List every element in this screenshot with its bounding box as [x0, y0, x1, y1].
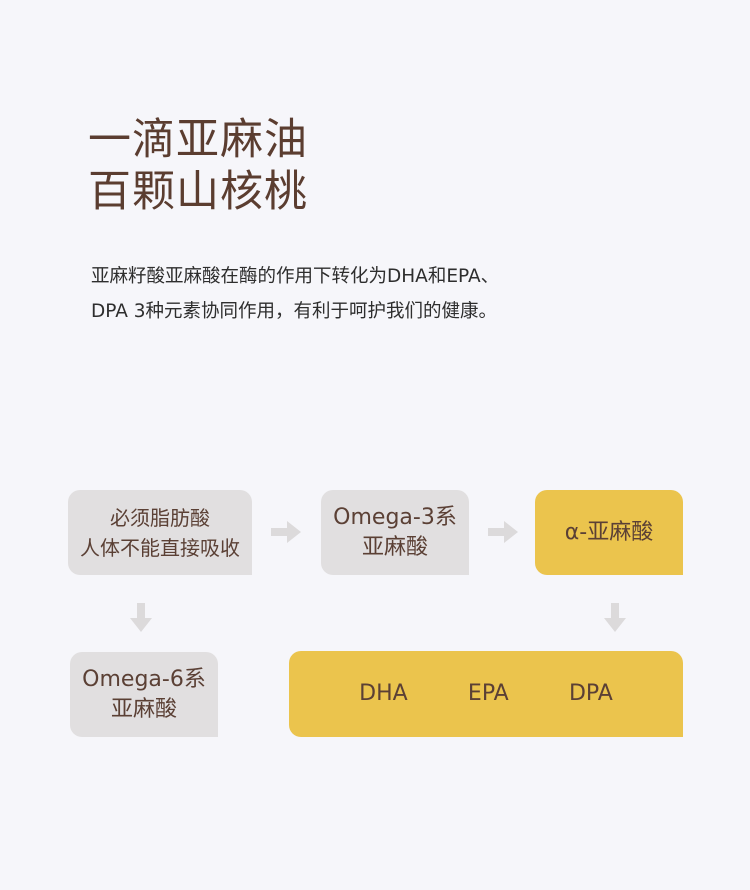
box-text: Omega-6系 [82, 666, 206, 692]
page-title: 一滴亚麻油 百颗山核桃 [88, 114, 308, 218]
box-text: 人体不能直接吸收 [80, 535, 240, 560]
arrow-right-icon [488, 521, 518, 543]
essential-fatty-acid-box: 必须脂肪酸 人体不能直接吸收 [68, 490, 252, 575]
arrow-down-icon [604, 603, 626, 632]
arrow-down-icon [130, 603, 152, 632]
description-line-1: 亚麻籽酸亚麻酸在酶的作用下转化为DHA和EPA、 [91, 266, 500, 287]
product-dha: DHA [359, 681, 408, 706]
box-text: 亚麻酸 [110, 696, 177, 722]
box-text: 必须脂肪酸 [110, 505, 210, 530]
title-line-2: 百颗山核桃 [88, 167, 308, 217]
product-dpa: DPA [568, 681, 613, 706]
arrow-right-icon [271, 521, 301, 543]
alpha-linolenic-acid-box: α-亚麻酸 [535, 490, 683, 575]
omega6-box: Omega-6系 亚麻酸 [70, 652, 218, 737]
box-text: Omega-3系 [333, 504, 457, 530]
box-text: α-亚麻酸 [564, 519, 654, 545]
omega3-box: Omega-3系 亚麻酸 [321, 490, 469, 575]
description: 亚麻籽酸亚麻酸在酶的作用下转化为DHA和EPA、 DPA 3种元素协同作用，有利… [91, 259, 499, 329]
title-line-1: 一滴亚麻油 [88, 115, 308, 165]
box-text: 亚麻酸 [361, 534, 428, 560]
dha-epa-dpa-box: DHA EPA DPA [289, 651, 683, 737]
description-line-2: DPA 3种元素协同作用，有利于呵护我们的健康。 [91, 301, 498, 322]
product-epa: EPA [467, 681, 509, 706]
